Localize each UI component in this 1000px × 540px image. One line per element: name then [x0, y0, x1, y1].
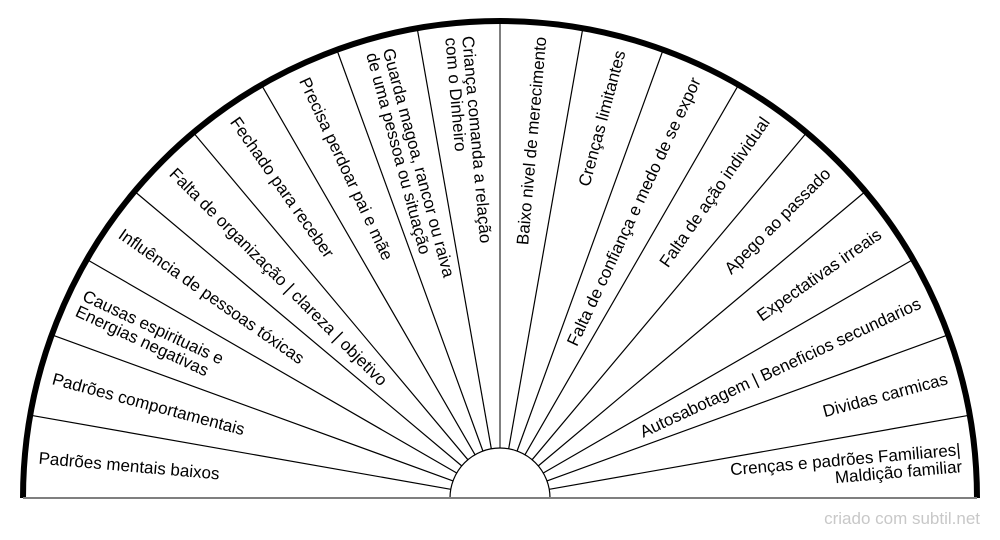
sector-divider — [260, 84, 476, 455]
sector-label: Baixo nivel de merecimento — [513, 36, 550, 246]
sector-label-text: Crenças limitantes — [575, 48, 630, 188]
sector-label-line: Crenças limitantes — [575, 48, 630, 188]
sector-label-text: Dividas carmicas — [821, 369, 950, 421]
sector-label: Crenças e padrões Familiares|Maldição fa… — [729, 440, 963, 496]
sector-label: Falta de confiança e medo de se expor — [563, 74, 705, 349]
sector-divider — [516, 49, 664, 452]
center-hub — [449, 447, 551, 499]
sector-divider — [508, 28, 584, 449]
sector-dividers — [30, 21, 970, 490]
sector-label: Padrões comportamentais — [50, 369, 247, 439]
sector-label-text: Expectativas irreais — [753, 225, 885, 325]
sector-label-line: Dividas carmicas — [821, 369, 950, 421]
sector-divider — [531, 132, 808, 461]
sector-label-line: Apego ao passado — [721, 164, 835, 278]
sector-divider — [30, 414, 451, 490]
sector-divider — [192, 132, 469, 461]
sector-divider — [51, 334, 454, 482]
sector-label-text: Padrões mentais baixos — [38, 449, 220, 484]
outer-arc — [20, 18, 980, 499]
sector-divider — [416, 28, 492, 449]
sector-label-line: Baixo nivel de merecimento — [513, 36, 550, 246]
sector-label-text: Autosabotagem | Beneficios secundarios — [637, 294, 924, 441]
sector-label: Apego ao passado — [721, 164, 835, 278]
sector-label-line: Padrões mentais baixos — [38, 449, 220, 484]
sector-label-line: Falta de confiança e medo de se expor — [563, 74, 705, 349]
sector-divider — [134, 190, 463, 467]
sector-label-text: Crenças e padrões Familiares|Maldição fa… — [729, 440, 963, 496]
sector-divider — [543, 258, 914, 474]
sector-label: Autosabotagem | Beneficios secundarios — [637, 294, 924, 441]
watermark: criado com subtil.net — [824, 509, 980, 528]
sector-label-line: Padrões comportamentais — [50, 369, 247, 439]
sector-label-text: Falta de confiança e medo de se expor — [563, 74, 705, 349]
sector-divider — [549, 414, 970, 490]
sector-divider — [537, 190, 866, 467]
sector-label-text: Baixo nivel de merecimento — [513, 36, 550, 246]
sector-label: Expectativas irreais — [753, 225, 885, 325]
sector-divider — [86, 258, 457, 474]
sector-label-text: Padrões comportamentais — [50, 369, 247, 439]
sector-divider — [524, 84, 740, 455]
sector-label: Dividas carmicas — [821, 369, 950, 421]
sector-label: Crenças limitantes — [575, 48, 630, 188]
sector-divider — [546, 334, 949, 482]
sector-label-text: Apego ao passado — [721, 164, 835, 278]
sector-label-line: Expectativas irreais — [753, 225, 885, 325]
sector-label-line: Autosabotagem | Beneficios secundarios — [637, 294, 924, 441]
sector-label: Padrões mentais baixos — [38, 449, 220, 484]
sector-divider — [336, 49, 484, 452]
